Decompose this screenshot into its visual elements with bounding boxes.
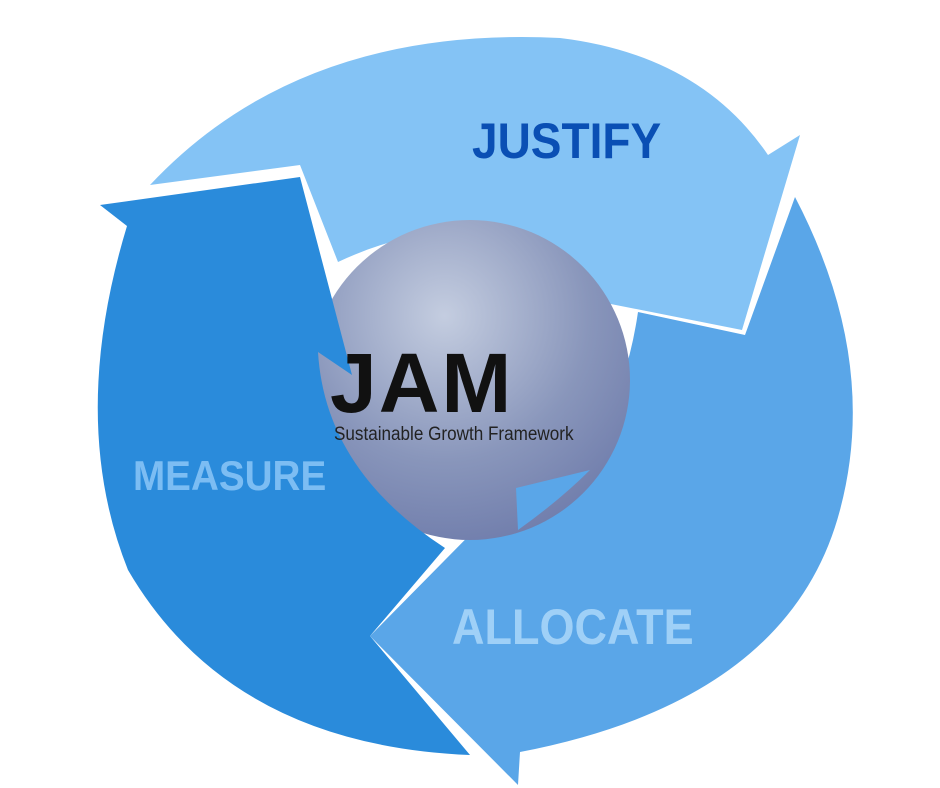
allocate-label: ALLOCATE — [452, 599, 694, 655]
jam-logo: JAM — [330, 336, 514, 430]
center-circle — [310, 220, 630, 540]
allocate-arrow — [370, 197, 853, 785]
measure-label: MEASURE — [133, 452, 327, 499]
measure-arrow — [97, 177, 471, 755]
justify-label: JUSTIFY — [472, 113, 662, 169]
allocate-arrow-tail — [516, 470, 590, 530]
logo-tagline: Sustainable Growth Framework — [334, 424, 574, 445]
justify-arrow — [150, 37, 800, 330]
